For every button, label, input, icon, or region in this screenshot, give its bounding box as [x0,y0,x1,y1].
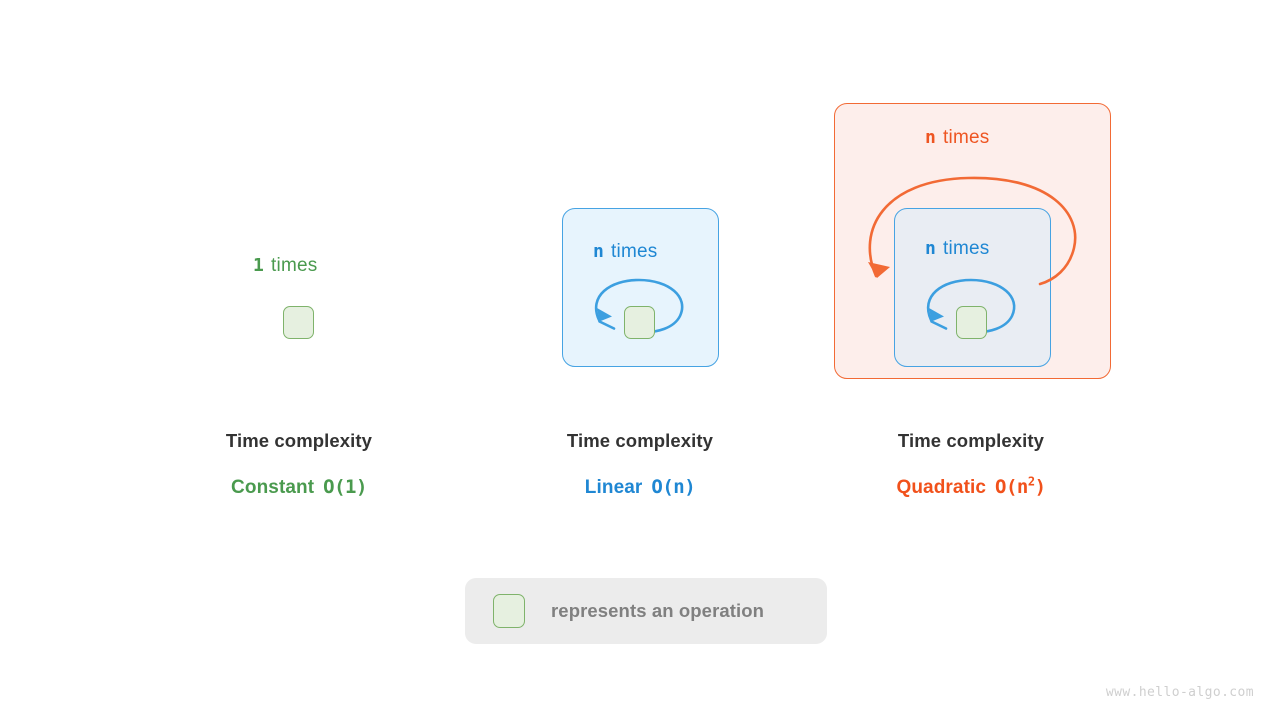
legend-label: represents an operation [551,600,765,621]
constant-caption: Time complexity Constant O(1) [225,430,373,498]
notation-tail: ) [1034,475,1046,498]
constant-loop-count: 1 [253,255,265,276]
quadratic-inner-loop-word: times [943,238,990,259]
linear-loop-count: n [593,241,605,262]
quadratic-outer-loop-word: times [943,127,990,148]
linear-caption: Time complexity Linear O(n) [566,430,714,498]
notation-base: O(n [995,475,1028,498]
complexity-notation: O(1) [323,475,367,498]
operation-square [624,306,655,339]
caption-title: Time complexity [225,430,373,451]
caption-title: Time complexity [566,430,714,451]
caption-value: Linear O(n) [567,475,713,498]
caption-value: Constant O(1) [226,475,372,498]
operation-square [956,306,987,339]
complexity-notation: O(n2) [995,474,1046,498]
operation-square [283,306,314,339]
quadratic-outer-loop-count: n [925,127,937,148]
operation-square-swatch [493,594,525,628]
watermark: www.hello-algo.com [1105,685,1254,700]
notation-exponent: 2 [1027,474,1035,489]
quadratic-caption: Time complexity Quadratic O(n2) [896,430,1046,498]
legend: represents an operation [465,578,827,644]
quadratic-inner-loop-count: n [925,238,937,259]
complexity-notation: O(n) [651,475,696,498]
constant-loop-word: times [271,255,318,276]
quadratic-inner-loop-box [894,208,1051,367]
caption-value: Quadratic O(n2) [896,474,1046,498]
linear-loop-word: times [611,241,658,262]
caption-title: Time complexity [897,430,1045,451]
linear-loop-box [562,208,719,367]
complexity-name: Constant [231,476,315,498]
constant-loop-label: 1 times [253,256,317,275]
complexity-name: Quadratic [896,476,987,498]
complexity-name: Linear [584,476,643,498]
